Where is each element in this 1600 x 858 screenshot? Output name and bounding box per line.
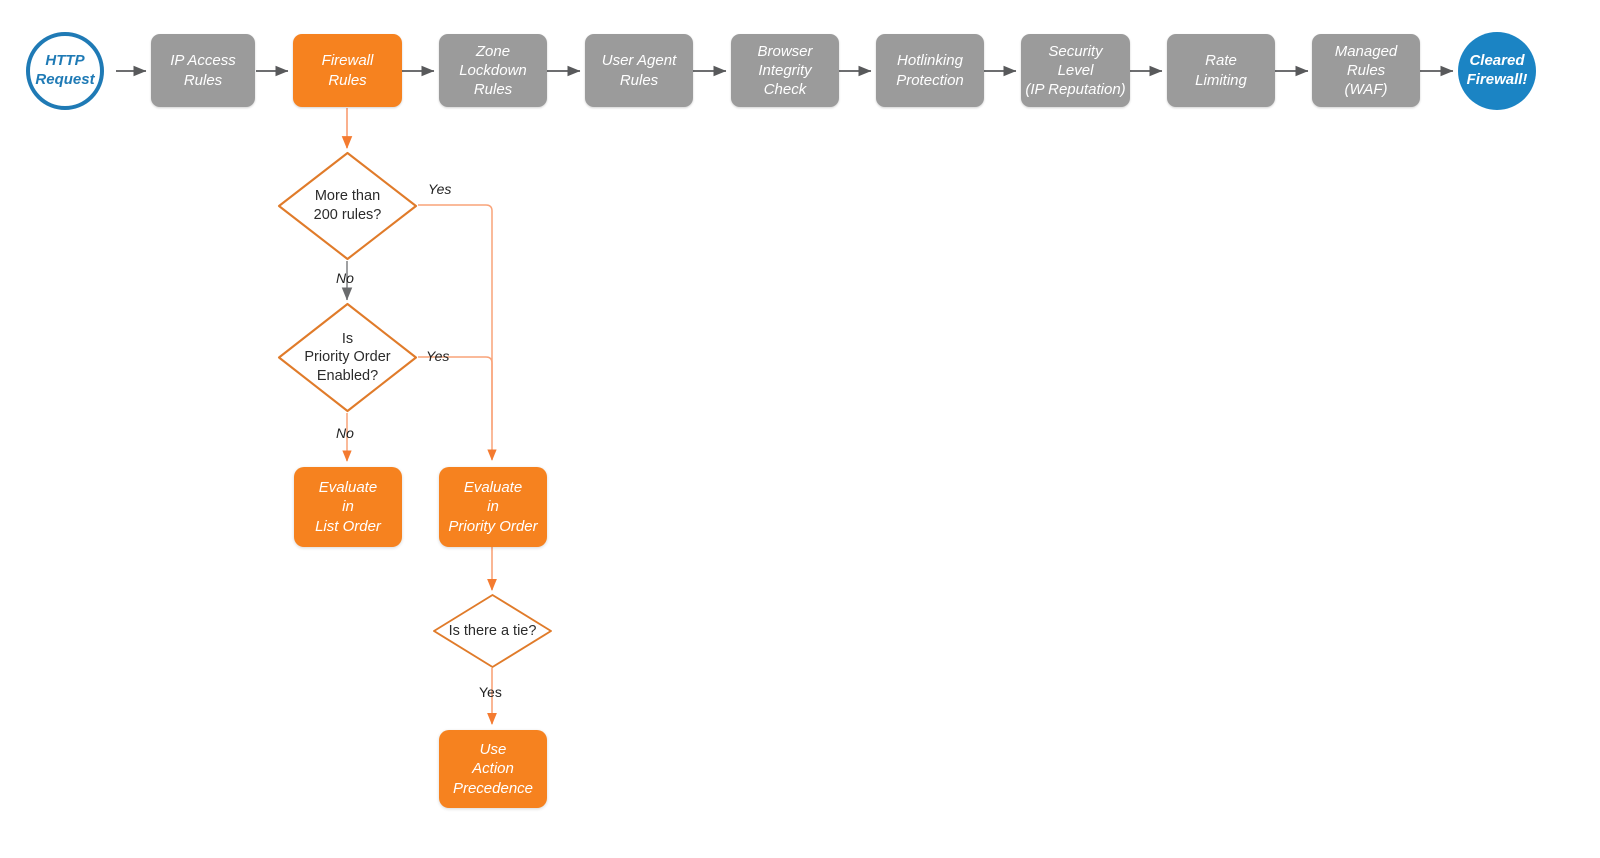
decision-is-priority-order-enabled-label: Is Priority Order Enabled?: [304, 330, 391, 384]
node-firewall-rules-label: Firewall Rules: [321, 52, 374, 89]
edge-label-no-200: No: [336, 270, 354, 286]
node-evaluate-in-list-order-label: Evaluate in List Order: [315, 478, 381, 535]
diamond-shape: [277, 302, 418, 413]
node-user-agent-rules[interactable]: User Agent Rules: [585, 34, 693, 107]
node-hotlinking-protection[interactable]: Hotlinking Protection: [876, 34, 984, 107]
node-evaluate-in-priority-order[interactable]: Evaluate in Priority Order: [439, 467, 547, 547]
decision-is-there-a-tie[interactable]: Is there a tie?: [432, 593, 553, 669]
node-zone-lockdown-rules[interactable]: Zone Lockdown Rules: [439, 34, 547, 107]
node-use-action-precedence[interactable]: Use Action Precedence: [439, 730, 547, 808]
node-http-request-label: HTTP Request: [35, 52, 95, 88]
decision-is-there-a-tie-label: Is there a tie?: [448, 622, 537, 639]
decision-more-than-200-rules-label: More than 200 rules?: [313, 188, 382, 223]
node-rate-limiting-label: Rate Limiting: [1195, 52, 1247, 89]
decision-more-than-200-rules[interactable]: More than 200 rules?: [277, 151, 418, 261]
node-ip-access-rules[interactable]: IP Access Rules: [151, 34, 255, 107]
diamond-shape: [277, 151, 418, 261]
node-rate-limiting[interactable]: Rate Limiting: [1167, 34, 1275, 107]
node-firewall-rules[interactable]: Firewall Rules: [293, 34, 402, 107]
node-evaluate-in-list-order[interactable]: Evaluate in List Order: [294, 467, 402, 547]
node-cleared-firewall-label: Cleared Firewall!: [1466, 52, 1528, 88]
node-browser-integrity-check-label: Browser Integrity Check: [757, 42, 813, 99]
decision-is-priority-order-enabled[interactable]: Is Priority Order Enabled?: [277, 302, 418, 413]
node-hotlinking-protection-label: Hotlinking Protection: [896, 52, 964, 89]
node-http-request[interactable]: HTTP Request: [26, 32, 104, 110]
node-evaluate-in-priority-order-label: Evaluate in Priority Order: [448, 478, 538, 535]
node-security-level-label: Security Level (IP Reputation): [1025, 42, 1126, 99]
diamond-shape: [433, 594, 552, 668]
node-user-agent-rules-label: User Agent Rules: [601, 52, 677, 89]
edge-label-no-priority: No: [336, 425, 354, 441]
edge-label-yes-200: Yes: [428, 181, 452, 197]
node-use-action-precedence-label: Use Action Precedence: [452, 740, 534, 797]
wire-d2-yes: [418, 356, 493, 430]
node-managed-rules-waf[interactable]: Managed Rules (WAF): [1312, 34, 1420, 107]
node-zone-lockdown-rules-label: Zone Lockdown Rules: [459, 42, 527, 99]
wire-d1-yes: [418, 204, 497, 461]
node-cleared-firewall[interactable]: Cleared Firewall!: [1458, 32, 1536, 110]
node-managed-rules-waf-label: Managed Rules (WAF): [1334, 42, 1398, 99]
node-ip-access-rules-label: IP Access Rules: [170, 52, 236, 89]
node-security-level[interactable]: Security Level (IP Reputation): [1021, 34, 1130, 107]
node-browser-integrity-check[interactable]: Browser Integrity Check: [731, 34, 839, 107]
edge-label-yes-tie: Yes: [479, 684, 502, 700]
edge-label-yes-priority: Yes: [426, 348, 450, 364]
